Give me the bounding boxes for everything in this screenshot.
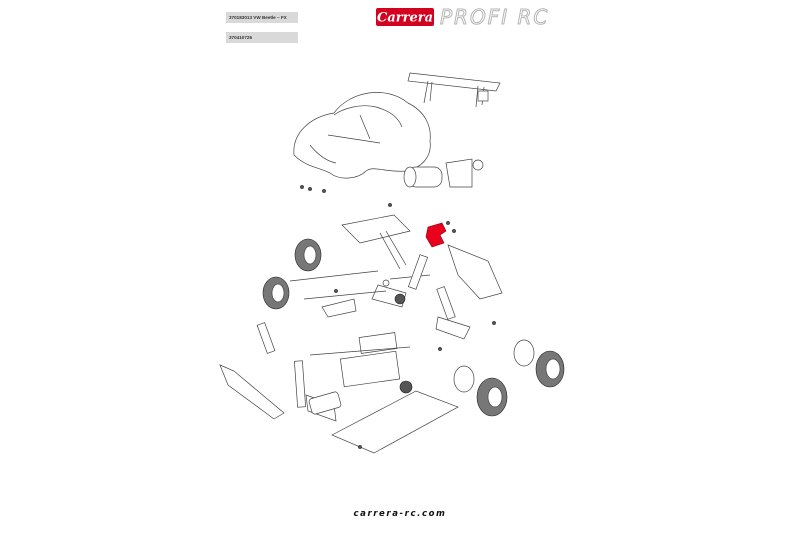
logo-brand-text: Carrera — [377, 11, 433, 26]
rear-wing — [407, 72, 501, 108]
logo-series-text: PROFI RC — [440, 6, 549, 28]
part-number-label: 370410726 — [226, 32, 298, 43]
logo-brand-badge — [376, 8, 434, 26]
motor-assembly — [403, 158, 484, 188]
front-bumper — [219, 364, 285, 420]
battery-pack — [308, 391, 342, 415]
exploded-parts-diagram — [219, 72, 565, 454]
website-footer: carrera-rc.com — [0, 509, 800, 519]
carrera-profi-rc-logo: Carrera PROFI RC — [376, 6, 549, 28]
part-number-text: 370410726 — [229, 35, 252, 40]
upper-chassis — [341, 214, 503, 300]
highlighted-part — [425, 222, 447, 248]
wheels — [262, 238, 565, 417]
product-label: 370183013 VW Beetle – FX — [226, 12, 298, 23]
main-chassis — [305, 332, 459, 454]
screws — [300, 185, 496, 449]
product-label-text: 370183013 VW Beetle – FX — [229, 15, 287, 20]
shock-absorbers — [256, 254, 456, 408]
website-text: carrera-rc.com — [353, 509, 447, 519]
beetle-body-shell — [293, 92, 431, 179]
gears — [382, 279, 413, 394]
